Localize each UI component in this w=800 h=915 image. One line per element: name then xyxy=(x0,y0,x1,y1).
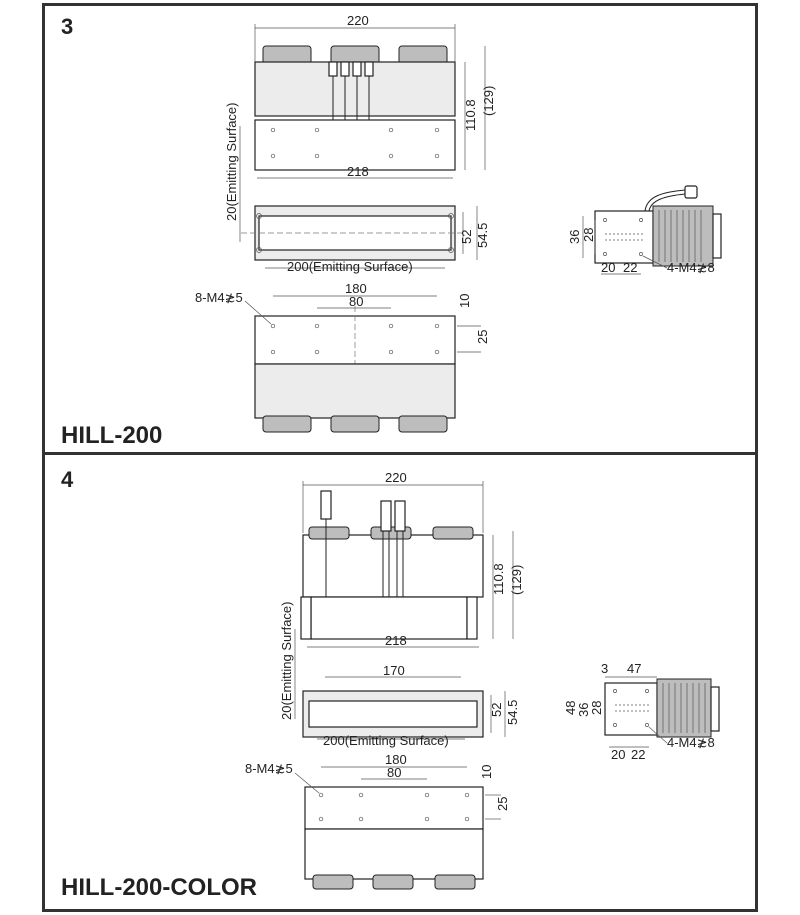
callout-side-holes: 4-M4≵8 xyxy=(667,260,715,275)
front-view: 170 20(Emitting Surface) 200(Emitting Su… xyxy=(279,602,520,749)
dim-side-h2: 28 xyxy=(589,701,604,715)
dim-side-w1: 20 xyxy=(601,260,615,275)
housing-lower xyxy=(254,363,456,419)
dim-emit-vertical: 20(Emitting Surface) xyxy=(224,103,239,222)
model-title: HILL-200 xyxy=(61,422,163,449)
cable-bundle xyxy=(328,61,374,120)
dim-emit-horizontal: 200(Emitting Surface) xyxy=(323,733,449,748)
housing-lower xyxy=(304,828,484,880)
dim-side-h2: 28 xyxy=(581,228,596,242)
dim-side-top-b: 47 xyxy=(627,661,641,676)
fan-unit xyxy=(308,526,350,540)
dim-hole-span-inner: 80 xyxy=(387,765,401,780)
dim-hole-span-outer: 180 xyxy=(345,281,367,296)
dim-side-w2: 22 xyxy=(623,260,637,275)
side-view: 3 47 48 36 28 20 22 4-M4≵8 xyxy=(563,661,720,762)
dim-overall-height: (129) xyxy=(509,565,524,595)
fan-unit xyxy=(398,415,448,433)
fan-unit xyxy=(434,874,476,890)
dim-bottom-width: 218 xyxy=(385,633,407,648)
dim-depth-a: 52 xyxy=(489,703,504,717)
fan-unit xyxy=(330,415,380,433)
bottom-view: 180 80 8-M4≵5 10 25 xyxy=(245,752,510,890)
dim-emit-horizontal: 200(Emitting Surface) xyxy=(287,259,413,274)
dim-depth-b: 54.5 xyxy=(475,223,490,248)
housing-upper xyxy=(302,534,484,598)
fan-unit xyxy=(262,45,312,65)
fan-unit xyxy=(330,45,380,65)
drawing-panel-hill-200: 3 HILL-200 xyxy=(42,3,758,455)
dim-overall-height: (129) xyxy=(481,86,496,116)
mounting-plate xyxy=(310,596,468,640)
technical-drawing: 220 218 110.8 (129) 20(Emitting Surface)… xyxy=(195,13,722,433)
fan-unit xyxy=(398,45,448,65)
dim-side-h0: 48 xyxy=(563,701,578,715)
bottom-view: 180 80 8-M4≵5 10 25 xyxy=(195,281,490,433)
threaded-holes xyxy=(270,323,440,355)
drawing-panel-hill-200-color: 4 HILL-200-COLOR xyxy=(42,455,758,912)
callout-side-holes: 4-M4≵8 xyxy=(667,735,715,750)
dim-side-height: 110.8 xyxy=(463,99,478,131)
dim-emit-vertical: 20(Emitting Surface) xyxy=(279,602,294,721)
fan-unit xyxy=(262,415,312,433)
dim-window-width: 170 xyxy=(383,663,405,678)
dim-side-w2: 22 xyxy=(631,747,645,762)
dim-top-width: 220 xyxy=(347,13,369,28)
dim-side-top-a: 3 xyxy=(601,661,608,676)
dim-depth-a: 52 xyxy=(459,230,474,244)
dim-hole-pitch: 25 xyxy=(475,330,490,344)
dim-top-width: 220 xyxy=(385,470,407,485)
top-view: 220 218 110.8 (129) xyxy=(254,13,496,179)
callout-hole-spec: 8-M4≵5 xyxy=(195,290,243,305)
dim-hole-pitch: 25 xyxy=(495,797,510,811)
dim-bottom-width: 218 xyxy=(347,164,369,179)
top-view: 220 218 110.8 (129) xyxy=(300,470,524,648)
technical-drawing: 220 218 110.8 (129) 170 20(Emitting Surf… xyxy=(245,470,720,890)
side-view: 36 28 20 22 4-M4≵8 xyxy=(567,185,722,275)
mounting-plate xyxy=(254,119,456,171)
dim-side-h1: 36 xyxy=(567,230,582,244)
cable-bundle xyxy=(320,490,406,601)
side-heatsink xyxy=(656,678,712,738)
callout-hole-spec: 8-M4≵5 xyxy=(245,761,293,776)
panel-number: 4 xyxy=(61,467,74,492)
fan-unit xyxy=(432,526,474,540)
model-title: HILL-200-COLOR xyxy=(61,874,258,901)
panel-number: 3 xyxy=(61,14,74,39)
dim-hole-span-inner: 80 xyxy=(349,294,363,309)
dim-side-w1: 20 xyxy=(611,747,625,762)
fan-unit xyxy=(372,874,414,890)
fan-unit xyxy=(312,874,354,890)
dim-depth-b: 54.5 xyxy=(505,700,520,725)
dim-hole-span-outer: 180 xyxy=(385,752,407,767)
dim-hole-offset: 10 xyxy=(479,765,494,779)
dim-hole-offset: 10 xyxy=(457,294,472,308)
mounting-face xyxy=(304,786,484,830)
dim-side-h1: 36 xyxy=(576,703,591,717)
mounting-holes xyxy=(270,127,440,159)
front-view: 20(Emitting Surface) 200(Emitting Surfac… xyxy=(224,103,490,275)
dim-side-height: 110.8 xyxy=(491,563,506,595)
emitting-window xyxy=(308,700,478,728)
threaded-holes xyxy=(318,792,470,822)
